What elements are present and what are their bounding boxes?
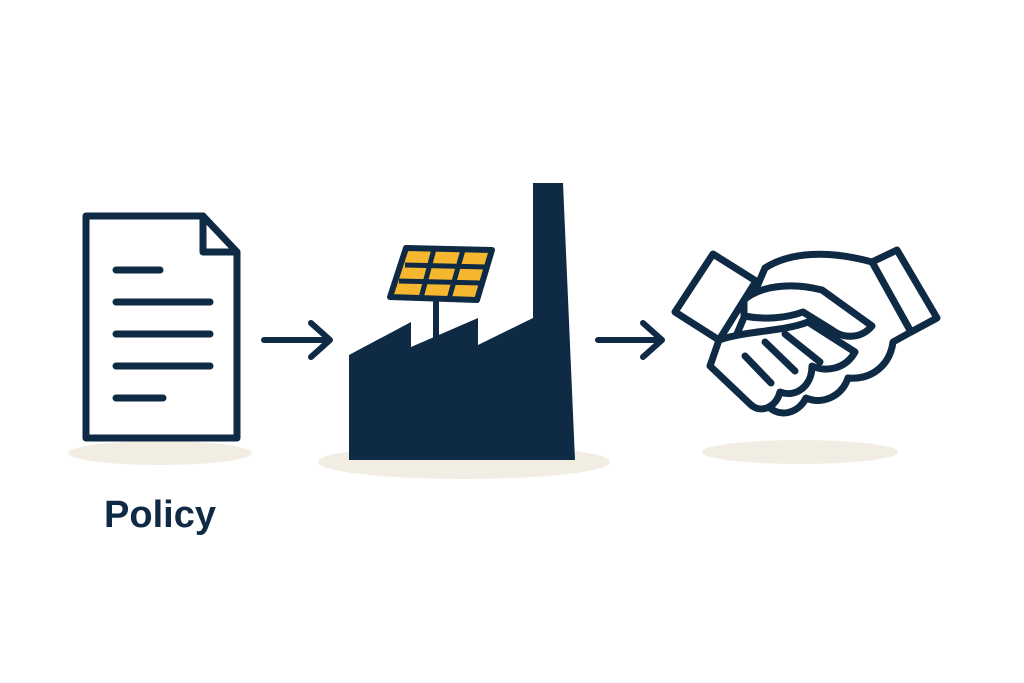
- right-arrow-icon: [261, 320, 333, 360]
- handshake-icon: [671, 246, 941, 417]
- handshake-shadow: [702, 440, 898, 464]
- document-icon: [82, 212, 241, 442]
- finger-lines: [741, 330, 824, 387]
- document-shadow: [68, 441, 252, 465]
- factory-with-solar-panel-icon: [349, 183, 575, 460]
- right-arrow-icon: [595, 320, 665, 360]
- left-hand: [706, 318, 859, 413]
- policy-label: Policy: [104, 494, 216, 536]
- solar-panel: [387, 245, 495, 303]
- factory-body: [349, 183, 575, 460]
- thumb: [740, 282, 876, 340]
